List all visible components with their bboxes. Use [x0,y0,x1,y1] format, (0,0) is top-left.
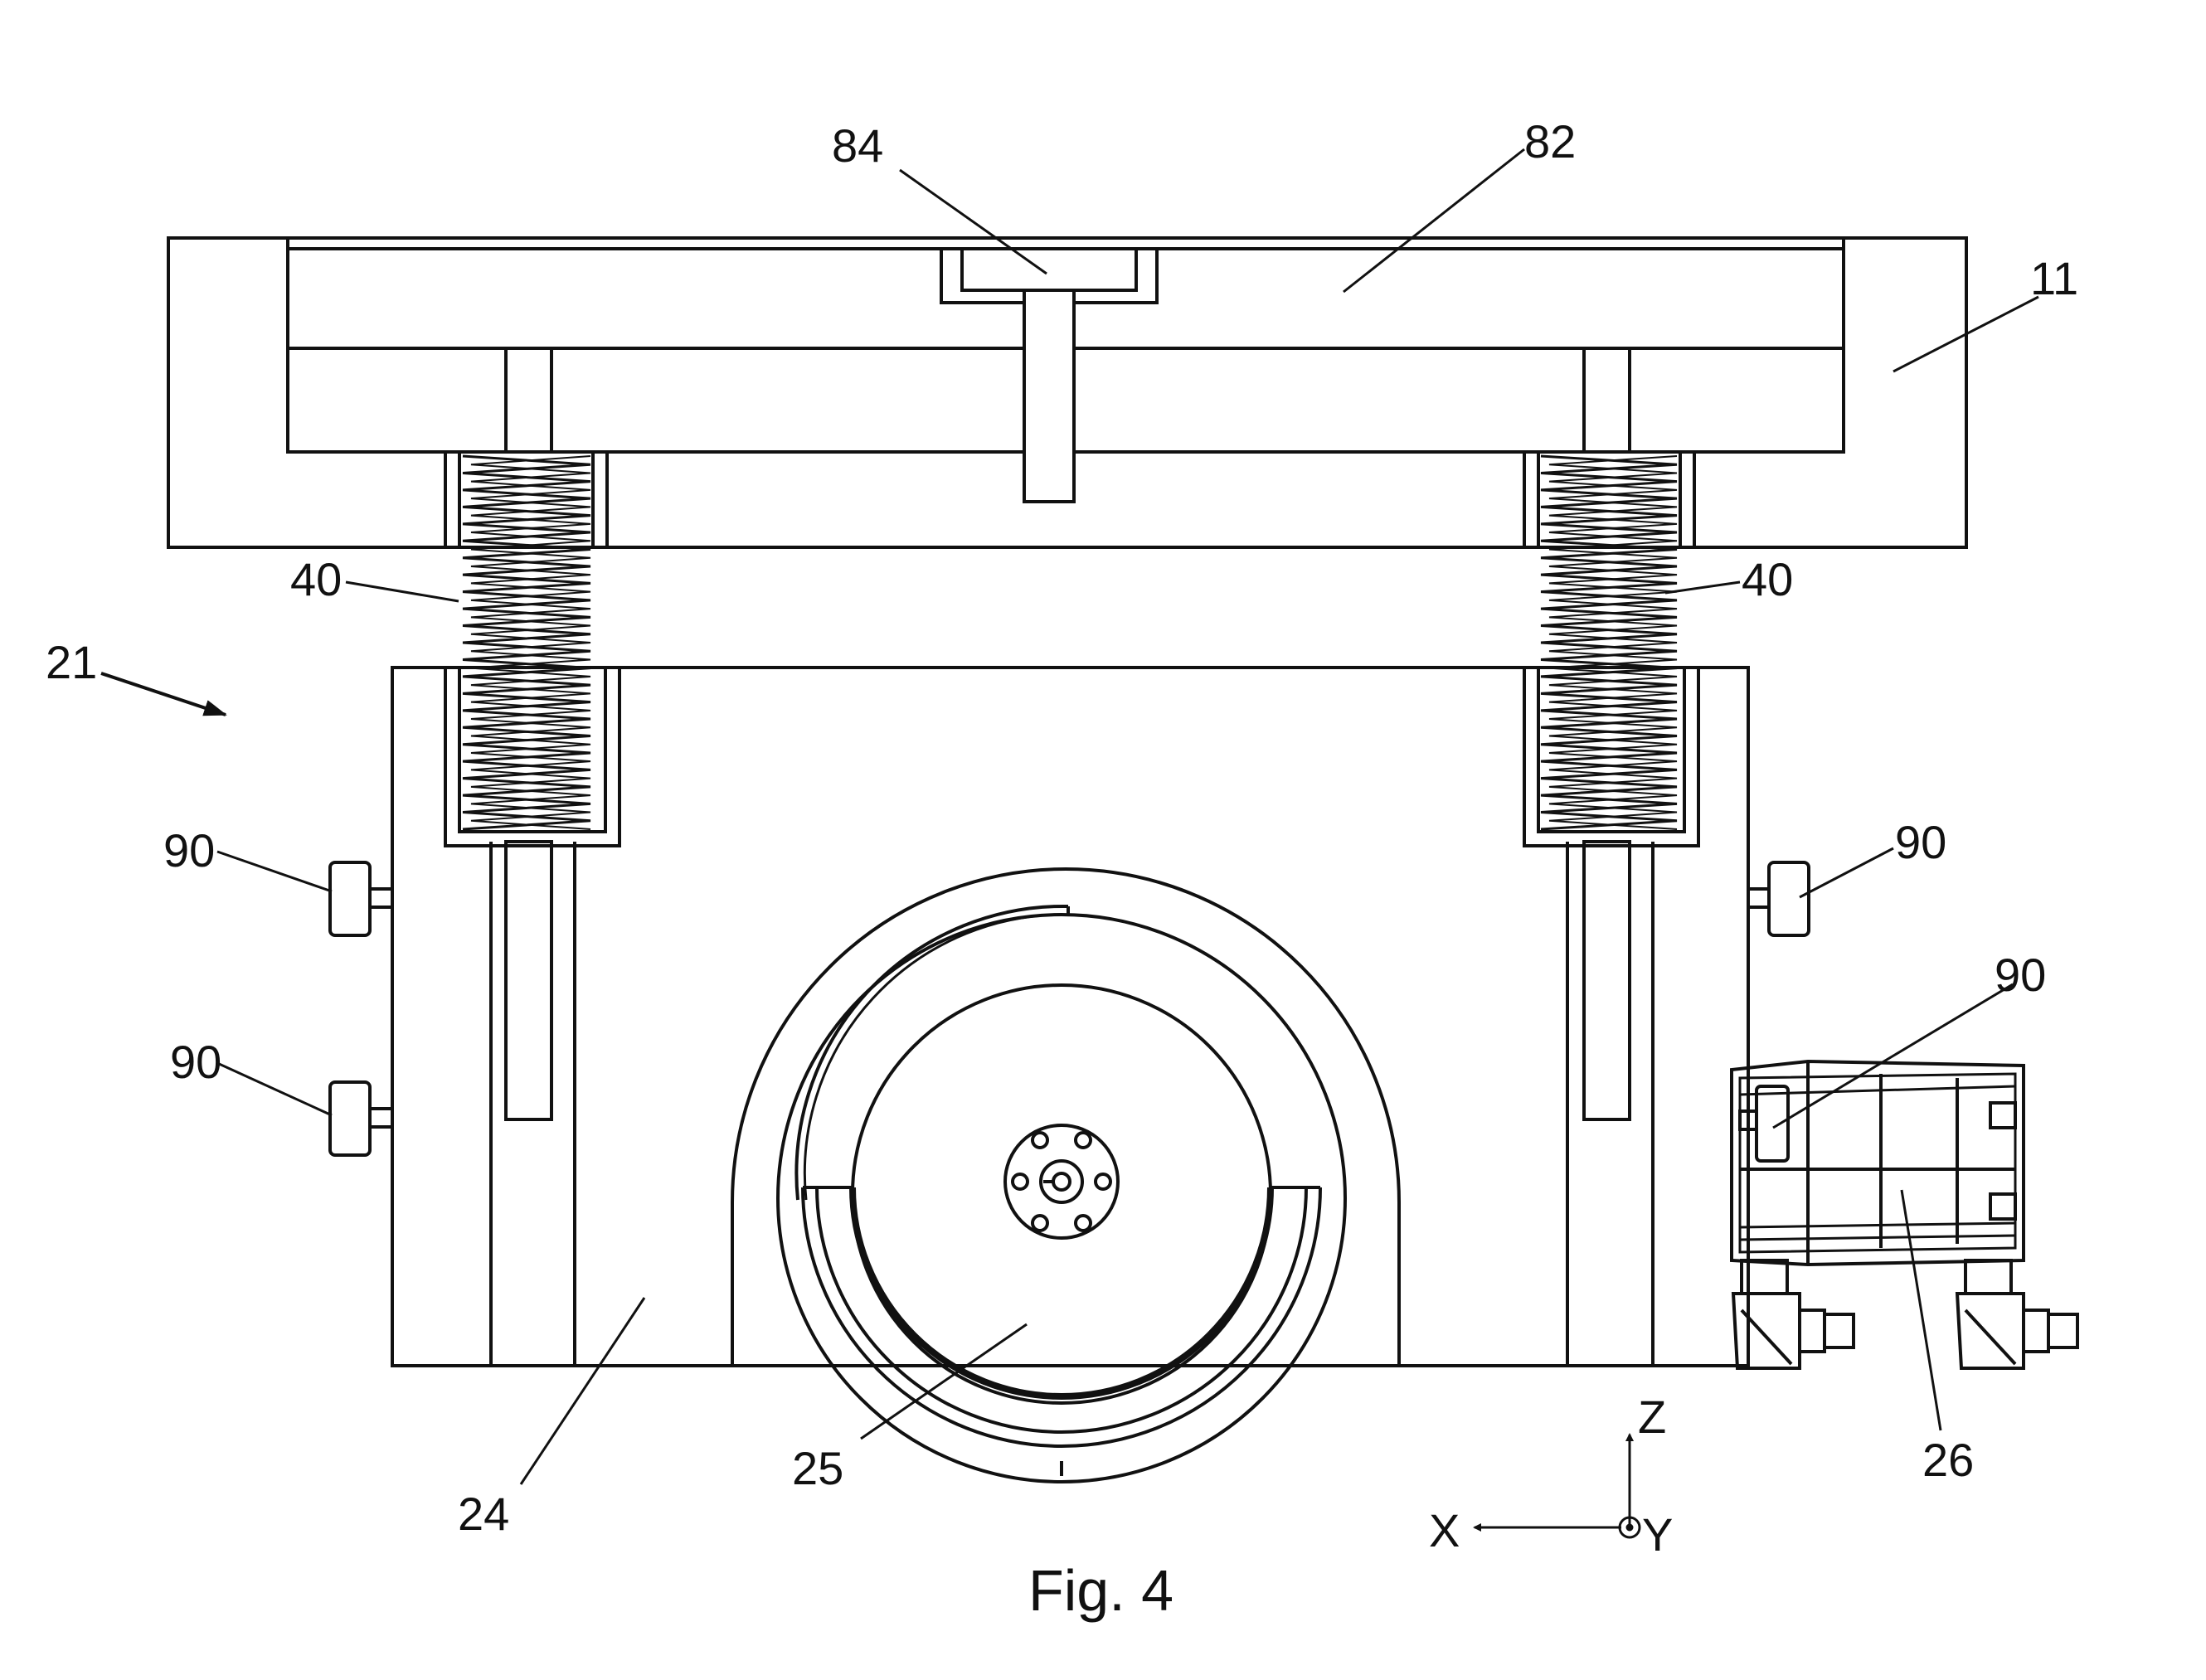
label-82: 82 [1524,115,1576,168]
housing-24 [391,666,1750,1367]
figure-caption: Fig. 4 [1028,1558,1173,1623]
wheel-25 [776,904,1347,1483]
spring-40-left [462,454,591,831]
motor-26 [1730,1059,2079,1370]
label-84: 84 [832,119,883,172]
leader-lines [216,148,2039,1485]
spring-coil [462,454,591,831]
screw-90-right-upper [1747,861,1810,937]
upper-spring-cups [444,450,1696,549]
label-26: 26 [1922,1434,1974,1486]
label-11: 11 [2030,252,2078,304]
label-21: 21 [46,636,97,688]
label-90-left-lower: 90 [170,1036,221,1088]
axis-x-label: X [1429,1504,1460,1556]
screw-90-left-lower [328,1080,394,1157]
axis-z-label: Z [1638,1391,1666,1443]
label-24: 24 [458,1488,509,1540]
axis-y-label: Y [1642,1508,1673,1561]
label-90-right-upper: 90 [1895,816,1946,868]
spring-coil-back [1548,455,1678,830]
motor-connector-right [1955,1259,2079,1370]
arrow-21 [100,672,227,716]
spring-coil [1540,454,1678,831]
spring-coil-back [470,455,591,830]
label-40-left: 40 [290,553,342,605]
motor-connector-left [1731,1259,1855,1370]
label-90-right-lower: 90 [1995,949,2046,1001]
label-90-left-upper: 90 [163,824,215,876]
spring-40-right [1540,454,1678,831]
label-25: 25 [792,1442,843,1494]
t-bracket-84 [940,249,1159,503]
label-40-right: 40 [1742,553,1793,605]
coordinate-axes [1473,1433,1641,1539]
reference-labels: 84 82 11 40 40 21 90 90 90 90 24 25 26 X… [46,115,2078,1623]
screw-90-left-upper [328,861,394,937]
